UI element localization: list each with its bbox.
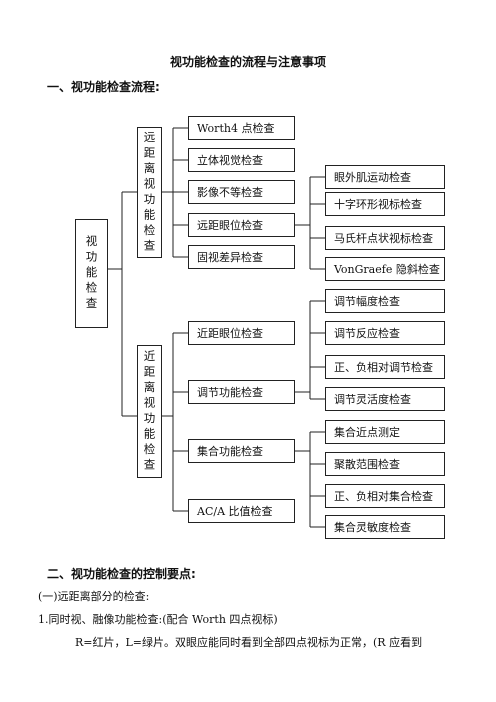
section1-heading: 一、视功能检查流程: bbox=[47, 80, 160, 94]
far-item-worth4: Worth4 点检查 bbox=[188, 116, 295, 140]
near-sub-response: 调节反应检查 bbox=[325, 321, 445, 345]
far-sub-cross-ring: 十字环形视标检查 bbox=[325, 192, 445, 216]
document-title: 视功能检查的流程与注意事项 bbox=[169, 55, 326, 69]
far-item-aniseikonia: 影像不等检查 bbox=[188, 180, 295, 204]
near-sub-relative-vergence: 正、负相对集合检查 bbox=[325, 484, 445, 508]
subsection-heading: (一)远距离部分的检查: bbox=[38, 590, 150, 603]
far-distance-node: 远距离视功能检查 bbox=[137, 127, 162, 258]
section2-heading: 二、视功能检查的控制要点: bbox=[47, 567, 196, 581]
near-item-phoria: 近距眼位检查 bbox=[188, 321, 295, 345]
far-sub-vongraefe: VonGraefe 隐斜检查 bbox=[325, 257, 445, 281]
near-sub-facility: 调节灵活度检查 bbox=[325, 387, 445, 411]
near-item-aca: AC/A 比值检查 bbox=[188, 499, 295, 523]
near-sub-amp: 调节幅度检查 bbox=[325, 289, 445, 313]
near-distance-node: 近距离视功能检查 bbox=[137, 345, 162, 478]
far-sub-eom: 眼外肌运动检查 bbox=[325, 165, 445, 189]
near-item-vergence: 集合功能检查 bbox=[188, 439, 295, 463]
near-item-accommodation: 调节功能检查 bbox=[188, 380, 295, 404]
item1-heading: 1.同时视、融像功能检查:(配合 Worth 四点视标) bbox=[38, 613, 278, 626]
near-sub-vergence-facility: 集合灵敏度检查 bbox=[325, 515, 445, 539]
far-sub-maddox: 马氏杆点状视标检查 bbox=[325, 226, 445, 250]
far-item-phoria: 远距眼位检查 bbox=[188, 213, 295, 237]
item1-text: R=红片，L=绿片。双眼应能同时看到全部四点视标为正常，(R 应看到 bbox=[75, 636, 423, 649]
near-sub-vergence-range: 聚散范围检查 bbox=[325, 452, 445, 476]
far-item-stereo: 立体视觉检查 bbox=[188, 148, 295, 172]
near-sub-relative-acc: 正、负相对调节检查 bbox=[325, 355, 445, 379]
near-sub-npc: 集合近点测定 bbox=[325, 420, 445, 444]
far-item-fixation-disparity: 固视差异检查 bbox=[188, 245, 295, 269]
root-node: 视功能检查 bbox=[75, 219, 108, 328]
